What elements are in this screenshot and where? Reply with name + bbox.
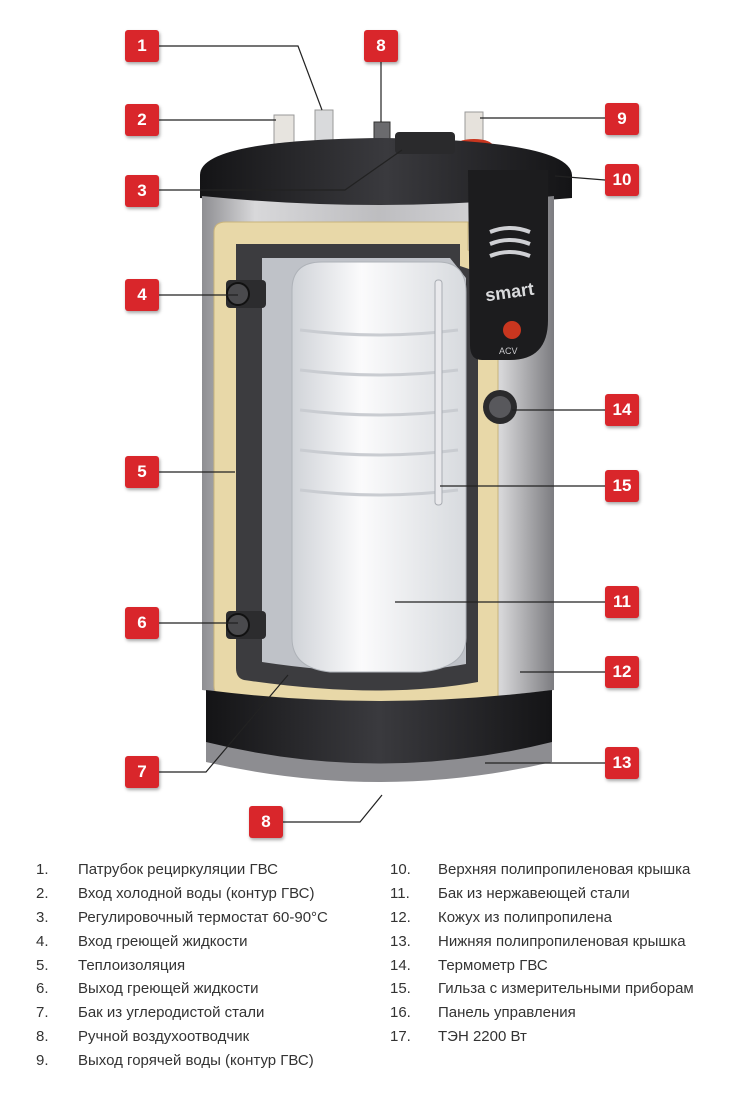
legend-text: Термометр ГВС	[438, 956, 548, 974]
legend-item: 1. Патрубок рециркуляции ГВС	[36, 858, 328, 882]
legend-item: 12. Кожух из полипропилена	[390, 906, 694, 930]
legend-item: 9. Выход горячей воды (контур ГВС)	[36, 1048, 328, 1072]
leader-10	[554, 175, 606, 181]
callout-6: 6	[125, 607, 159, 639]
leader-7	[159, 674, 289, 773]
legend-text: Кожух из полипропилена	[438, 908, 613, 926]
legend-number: 14.	[390, 956, 411, 974]
legend-text: Панель управления	[438, 1004, 576, 1022]
legend-item: 3. Регулировочный термостат 60-90°С	[36, 906, 328, 930]
dhw-thermometer	[483, 390, 517, 424]
legend-text: Выход греющей жидкости	[78, 980, 259, 998]
legend-number: 7.	[36, 1004, 49, 1022]
leader-lines	[159, 45, 606, 823]
legend-item: 7. Бак из углеродистой стали	[36, 1001, 328, 1025]
leader-8-bottom	[283, 794, 383, 823]
legend-text: Бак из углеродистой стали	[78, 1004, 265, 1022]
callout-8-bottom: 8	[249, 806, 283, 838]
legend-right-column: 10. Верхняя полипропиленовая крышка 11. Ба…	[390, 858, 694, 1048]
callout-13: 13	[605, 747, 639, 779]
legend-number: 16.	[390, 1004, 411, 1022]
legend-text: ТЭН 2200 Вт	[438, 1027, 527, 1045]
legend-item: 13. Нижняя полипропиленовая крышка	[390, 929, 694, 953]
legend-item: 8. Ручной воздухоотводчик	[36, 1025, 328, 1049]
legend-number: 6.	[36, 980, 49, 998]
legend-number: 5.	[36, 956, 49, 974]
legend-text: Теплоизоляция	[78, 956, 186, 974]
legend-number: 3.	[36, 908, 49, 926]
bottom-lid	[206, 690, 552, 768]
legend-number: 12.	[390, 908, 411, 926]
water-heater-diagram: smart ACV 1 8 2 9 3	[125, 30, 639, 838]
callout-4: 4	[125, 279, 159, 311]
legend-number: 17.	[390, 1027, 411, 1045]
sensor-sleeve	[434, 279, 443, 506]
legend-text: Вход холодной воды (контур ГВС)	[78, 885, 315, 903]
callout-1: 1	[125, 30, 159, 62]
legend-number: 13.	[390, 932, 411, 950]
legend-text: Верхняя полипропиленовая крышка	[438, 861, 691, 879]
legend-item: 4. Вход греющей жидкости	[36, 929, 328, 953]
legend-text: Вход греющей жидкости	[78, 932, 248, 950]
legend-text: Ручной воздухоотводчик	[78, 1027, 250, 1045]
legend-text: Регулировочный термостат 60-90°С	[78, 908, 328, 926]
legend-item: 17. ТЭН 2200 Вт	[390, 1025, 694, 1049]
legend-number: 2.	[36, 885, 49, 903]
legend-item: 14. Термометр ГВС	[390, 953, 694, 977]
legend-text: Выход горячей воды (контур ГВС)	[78, 1051, 314, 1069]
callout-14: 14	[605, 394, 639, 426]
legend-item: 6. Выход греющей жидкости	[36, 977, 328, 1001]
legend-number: 4.	[36, 932, 49, 950]
legend-item: 11. Бак из нержавеющей стали	[390, 882, 694, 906]
callout-11: 11	[605, 586, 639, 618]
legend-item: 2. Вход холодной воды (контур ГВС)	[36, 882, 328, 906]
leader-3	[159, 149, 403, 191]
legend-item: 15. Гильза с измерительными приборам	[390, 977, 694, 1001]
maker-logo: ACV	[499, 346, 518, 356]
heating-connectors	[226, 280, 266, 639]
callout-12: 12	[605, 656, 639, 688]
legend-item: 10. Верхняя полипропиленовая крышка	[390, 858, 694, 882]
legend-text: Патрубок рециркуляции ГВС	[78, 861, 278, 879]
leader-1	[159, 45, 323, 111]
legend-number: 11.	[390, 885, 410, 903]
callout-7: 7	[125, 756, 159, 788]
legend-left-column: 1. Патрубок рециркуляции ГВС 2. Вход холод…	[36, 858, 328, 1072]
callout-15: 15	[605, 470, 639, 502]
legend-item: 5. Теплоизоляция	[36, 953, 328, 977]
callout-3: 3	[125, 175, 159, 207]
legend-number: 15.	[390, 980, 411, 998]
callout-5: 5	[125, 456, 159, 488]
callout-9: 9	[605, 103, 639, 135]
legend-number: 9.	[36, 1051, 49, 1069]
legend-text: Гильза с измерительными приборам	[438, 980, 694, 998]
callout-8-top: 8	[364, 30, 398, 62]
stainless-inner-tank	[291, 261, 467, 673]
bottom-band	[206, 742, 552, 782]
control-panel: smart ACV	[468, 170, 548, 360]
callout-10: 10	[605, 164, 639, 196]
legend-text: Нижняя полипропиленовая крышка	[438, 932, 686, 950]
water-heater-illustration: smart ACV	[159, 45, 606, 823]
legend-number: 8.	[36, 1027, 49, 1045]
legend-item: 16. Панель управления	[390, 1001, 694, 1025]
legend-text: Бак из нержавеющей стали	[438, 885, 630, 903]
legend-number: 1.	[36, 861, 49, 879]
thermostat-knob	[395, 132, 455, 154]
legend-number: 10.	[390, 861, 411, 879]
callout-2: 2	[125, 104, 159, 136]
